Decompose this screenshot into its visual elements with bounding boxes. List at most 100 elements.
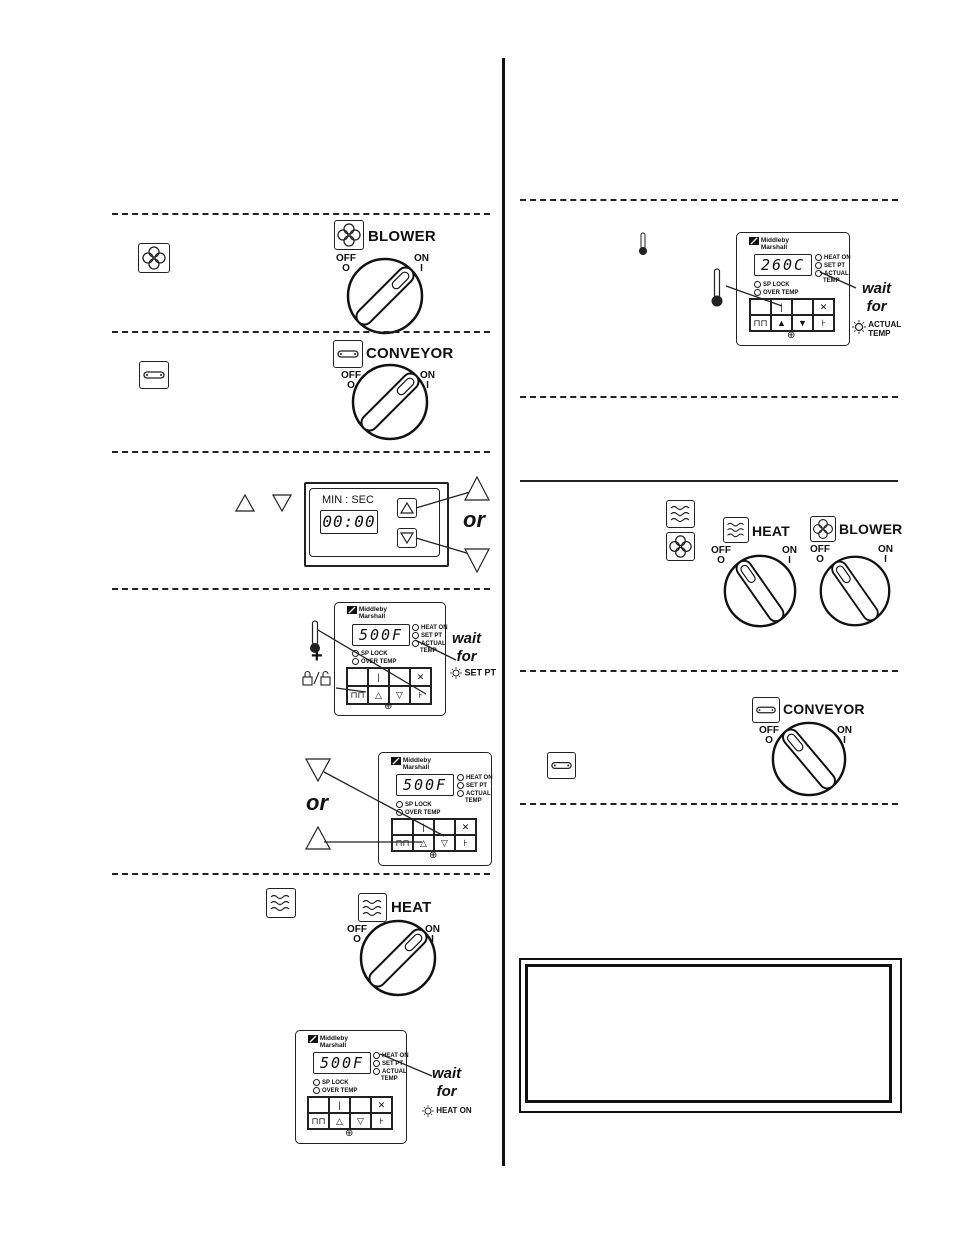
panel-screw: ⊕	[429, 850, 438, 861]
or-label: or	[463, 507, 485, 532]
heat-switch-knob[interactable]	[722, 553, 798, 629]
key-setpoint[interactable]: ⊦	[371, 1113, 392, 1129]
panel-screw: ⊕	[345, 1128, 354, 1139]
down-arrow-icon	[305, 758, 331, 782]
heat-label: HEAT	[752, 523, 790, 539]
controller-keypad: | ✕ ⊓⊓▲▼⊦	[749, 298, 835, 332]
key-thermometer[interactable]: |	[368, 668, 389, 686]
key-up[interactable]: △	[329, 1113, 350, 1129]
timer-display: 00:00	[320, 510, 378, 534]
key-down[interactable]: ▽	[434, 835, 455, 851]
temperature-display: 500F	[352, 624, 410, 646]
blower-label: BLOWER	[839, 521, 903, 537]
key-tools[interactable]: ✕	[455, 819, 476, 835]
blower-switch-knob[interactable]	[345, 256, 425, 336]
fan-icon	[666, 532, 695, 561]
callout-lines	[379, 1053, 433, 1077]
key-blank[interactable]	[750, 299, 771, 315]
key-thermometer[interactable]: |	[413, 819, 434, 835]
or-label: or	[306, 790, 328, 815]
conveyor-icon	[139, 361, 169, 389]
conveyor-label: CONVEYOR	[783, 701, 865, 717]
blower-switch-knob[interactable]	[818, 553, 892, 629]
heat-icon	[266, 888, 296, 918]
key-up[interactable]: △	[413, 835, 434, 851]
thermometer-icon	[711, 268, 723, 307]
column-divider	[502, 58, 505, 1166]
key-lock[interactable]: ⊓⊓	[750, 315, 771, 331]
key-up[interactable]: △	[368, 686, 389, 704]
heat-icon	[723, 517, 749, 543]
conveyor-switch-knob[interactable]	[770, 720, 848, 798]
divider	[520, 396, 898, 398]
key-blank[interactable]	[350, 1097, 371, 1113]
key-blank[interactable]	[308, 1097, 329, 1113]
up-arrow-icon	[235, 494, 255, 512]
up-arrow-icon	[305, 826, 331, 850]
key-blank[interactable]	[347, 668, 368, 686]
conveyor-switch-knob[interactable]	[350, 362, 430, 442]
warning-box	[519, 958, 902, 1113]
divider	[520, 803, 898, 805]
key-blank[interactable]	[389, 668, 410, 686]
temperature-display: 500F	[313, 1052, 371, 1074]
callout-lines	[317, 629, 457, 695]
controller-panel	[378, 752, 492, 866]
callout-lines	[725, 271, 857, 307]
divider	[112, 588, 490, 590]
key-down[interactable]: ▼	[792, 315, 813, 331]
key-lock[interactable]: ⊓⊓	[308, 1113, 329, 1129]
key-thermometer[interactable]: |	[771, 299, 792, 315]
divider	[520, 199, 898, 201]
heat-switch-knob[interactable]	[358, 918, 438, 998]
key-down[interactable]: ▽	[350, 1113, 371, 1129]
key-tools[interactable]: ✕	[371, 1097, 392, 1113]
set-pt-indicator: SET PT	[450, 667, 496, 679]
divider	[112, 213, 490, 215]
key-down[interactable]: ▽	[389, 686, 410, 704]
key-setpoint[interactable]: ⊦	[813, 315, 834, 331]
key-setpoint[interactable]: ⊦	[455, 835, 476, 851]
panel-screw: ⊕	[384, 701, 393, 712]
key-blank[interactable]	[792, 299, 813, 315]
key-blank[interactable]	[392, 819, 413, 835]
key-blank[interactable]	[434, 819, 455, 835]
key-tools[interactable]: ✕	[410, 668, 431, 686]
blower-label: BLOWER	[368, 228, 436, 245]
conveyor-label: CONVEYOR	[366, 345, 454, 362]
temperature-display: 260C	[754, 254, 812, 276]
heat-icon	[666, 500, 695, 528]
key-thermometer[interactable]: |	[329, 1097, 350, 1113]
fan-icon	[810, 516, 836, 542]
callout-lines	[323, 771, 445, 843]
section-rule	[520, 480, 898, 482]
key-setpoint[interactable]: ⊦	[410, 686, 431, 704]
temperature-display: 500F	[396, 774, 454, 796]
key-up[interactable]: ▲	[771, 315, 792, 331]
controller-keypad: | ✕ ⊓⊓△▽⊦	[346, 667, 432, 705]
key-tools[interactable]: ✕	[813, 299, 834, 315]
key-lock[interactable]: ⊓⊓	[347, 686, 368, 704]
fan-icon	[138, 243, 170, 273]
